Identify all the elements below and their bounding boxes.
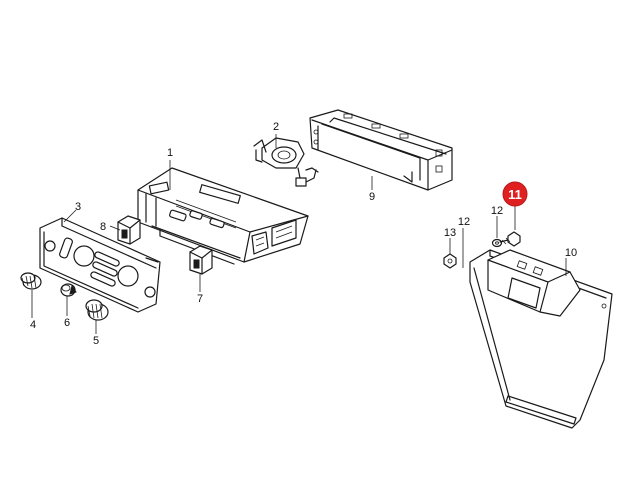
leader-lines	[31, 134, 567, 334]
callout-4: 4	[30, 319, 36, 331]
highlight-badge	[502, 181, 528, 207]
knob-part-5[interactable]	[85, 299, 109, 321]
screw-part-11[interactable]	[499, 231, 521, 247]
callout-12b: 12	[458, 216, 470, 228]
control-unit-part-1[interactable]	[137, 167, 309, 265]
callout-6: 6	[64, 317, 70, 329]
callout-10: 10	[565, 247, 577, 259]
callout-5: 5	[93, 335, 99, 347]
housing-frame-part-9[interactable]	[309, 109, 453, 191]
switch-part-7[interactable]	[189, 245, 213, 275]
bracket-part-10[interactable]	[469, 249, 613, 429]
front-panel-part-3[interactable]	[39, 217, 161, 313]
callout-3: 3	[75, 201, 81, 213]
highlighted-callout-11[interactable]: 11	[502, 181, 528, 207]
switch-part-8[interactable]	[117, 215, 141, 245]
callout-9: 9	[369, 191, 375, 203]
callout-11: 11	[508, 187, 522, 202]
callout-1: 1	[167, 147, 173, 159]
knob-part-4[interactable]	[20, 272, 42, 290]
blower-motor-part-2[interactable]	[253, 137, 319, 187]
callout-2: 2	[273, 121, 279, 133]
washer-part-12[interactable]	[491, 238, 503, 248]
small-knob-part-6[interactable]	[60, 283, 77, 297]
callout-labels: 1 2 3 4 5 6 7 8 9 10 12 13 12	[30, 121, 577, 347]
callout-7: 7	[197, 293, 203, 305]
callout-8: 8	[100, 221, 106, 233]
callout-12: 12	[491, 205, 503, 217]
nut-part-13[interactable]	[443, 253, 457, 269]
callout-13: 13	[444, 227, 456, 239]
